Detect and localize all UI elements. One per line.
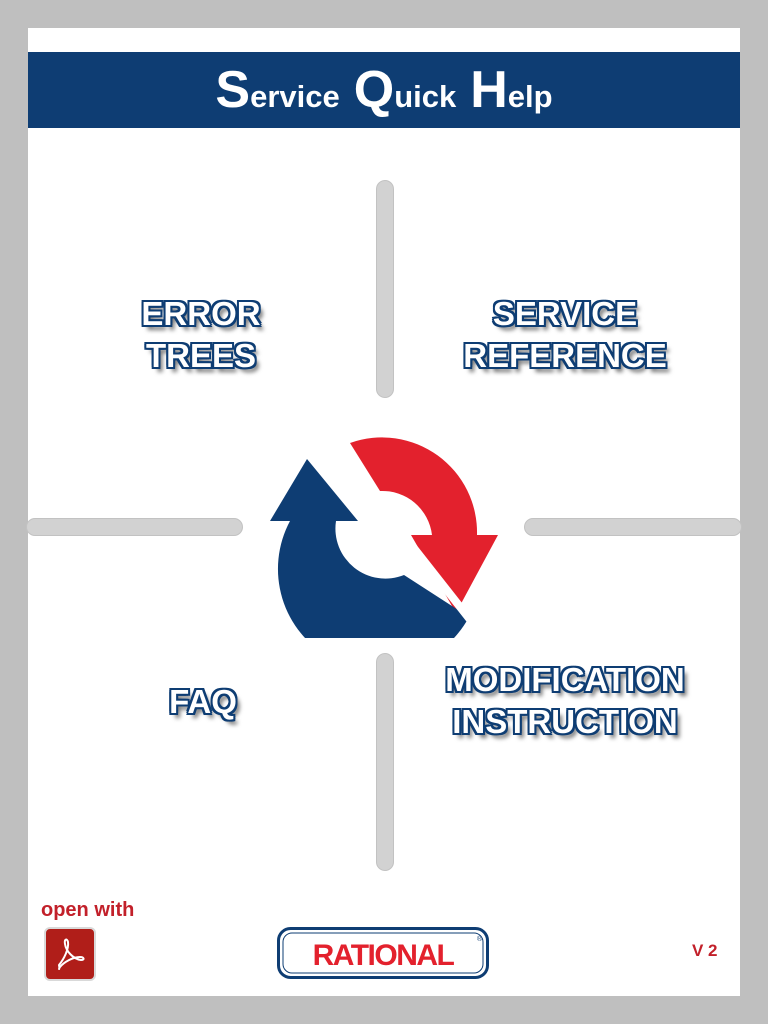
title-word-service: Service — [215, 61, 340, 119]
tile-line: MODIFICATION — [445, 661, 685, 698]
title-word-help: Help — [470, 61, 553, 119]
service-quick-help-page: Service Quick Help ERROR TREES SERVICE R… — [26, 28, 742, 996]
tile-line: INSTRUCTION — [452, 703, 678, 740]
rational-cycle-arrows-icon — [270, 418, 498, 638]
title-banner: Service Quick Help — [28, 52, 740, 128]
open-with-label: open with — [41, 899, 135, 921]
rational-logo-text: RATIONAL — [313, 939, 455, 972]
tile-line: ERROR — [141, 295, 261, 332]
divider-bottom — [376, 653, 394, 871]
svg-text:®: ® — [477, 935, 483, 943]
service-reference-link[interactable]: SERVICE REFERENCE — [435, 293, 695, 377]
divider-top — [376, 180, 394, 398]
rational-logo[interactable]: RATIONAL ® — [277, 927, 489, 979]
version-label: V 2 — [692, 941, 718, 960]
tile-line: REFERENCE — [463, 337, 667, 374]
faq-link[interactable]: FAQ — [118, 681, 288, 723]
tile-line: TREES — [145, 337, 257, 374]
tile-line: SERVICE — [492, 295, 638, 332]
acrobat-reader-icon[interactable] — [44, 927, 96, 981]
title-word-quick: Quick — [353, 61, 457, 119]
divider-left — [26, 518, 243, 536]
tile-line: FAQ — [169, 683, 237, 720]
divider-right — [524, 518, 742, 536]
modification-instruction-link[interactable]: MODIFICATION INSTRUCTION — [420, 659, 710, 743]
error-trees-link[interactable]: ERROR TREES — [101, 293, 301, 377]
acrobat-symbol-icon — [58, 938, 85, 971]
